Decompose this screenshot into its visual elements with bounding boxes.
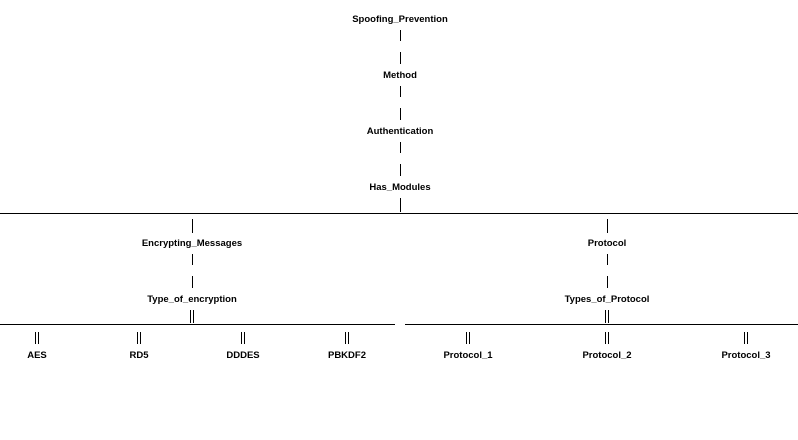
node-has-modules: Has_Modules — [369, 182, 430, 193]
leaf-pbkdf2: PBKDF2 — [328, 350, 366, 361]
node-spoofing-prevention: Spoofing_Prevention — [352, 14, 448, 25]
leaf-protocol-1: Protocol_1 — [443, 350, 493, 361]
node-method: Method — [383, 70, 417, 81]
leaf-dddes: DDDES — [226, 350, 259, 361]
node-protocol: Protocol — [588, 238, 627, 249]
leaf-rd5: RD5 — [129, 350, 149, 361]
leaf-protocol-3: Protocol_3 — [721, 350, 770, 361]
node-types-of-protocol: Types_of_Protocol — [565, 294, 650, 305]
node-type-of-encryption: Type_of_encryption — [147, 294, 237, 305]
node-encrypting-messages: Encrypting_Messages — [142, 238, 242, 249]
node-authentication: Authentication — [367, 126, 434, 137]
leaf-aes: AES — [27, 350, 47, 361]
leaf-protocol-2: Protocol_2 — [582, 350, 631, 361]
